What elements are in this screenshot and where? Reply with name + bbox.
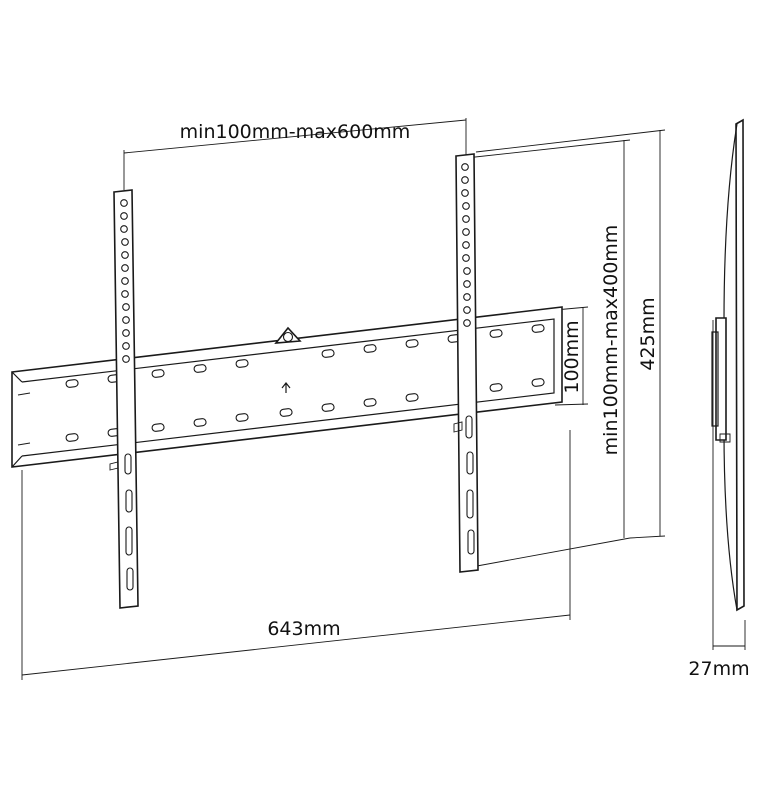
- arrow-up-icon: [281, 382, 291, 393]
- right-arm-slots: [465, 415, 475, 555]
- right-arm-holes: [461, 163, 471, 327]
- dim-vesa-vertical: [465, 139, 631, 569]
- left-arm-slots: [124, 453, 134, 591]
- dim-width: [21, 430, 571, 680]
- label-arm-height: 425mm: [637, 297, 659, 370]
- label-vesa-vertical: min100mm-max400mm: [600, 225, 622, 456]
- label-depth: 27mm: [688, 658, 749, 680]
- side-profile: [711, 118, 745, 612]
- plate-slots-bottom: [65, 378, 545, 442]
- wall-plate: [11, 306, 563, 468]
- hook-icon: [274, 326, 302, 344]
- dim-depth: [712, 320, 746, 650]
- left-arm-holes: [120, 199, 130, 363]
- label-vesa-horizontal: min100mm-max600mm: [180, 121, 411, 143]
- dim-vesa-horizontal: [123, 118, 467, 190]
- label-plate-height: 100mm: [561, 320, 583, 393]
- left-arm: [109, 189, 139, 609]
- dim-arm-height: [475, 129, 666, 539]
- label-width: 643mm: [267, 618, 340, 640]
- right-arm: [453, 153, 479, 573]
